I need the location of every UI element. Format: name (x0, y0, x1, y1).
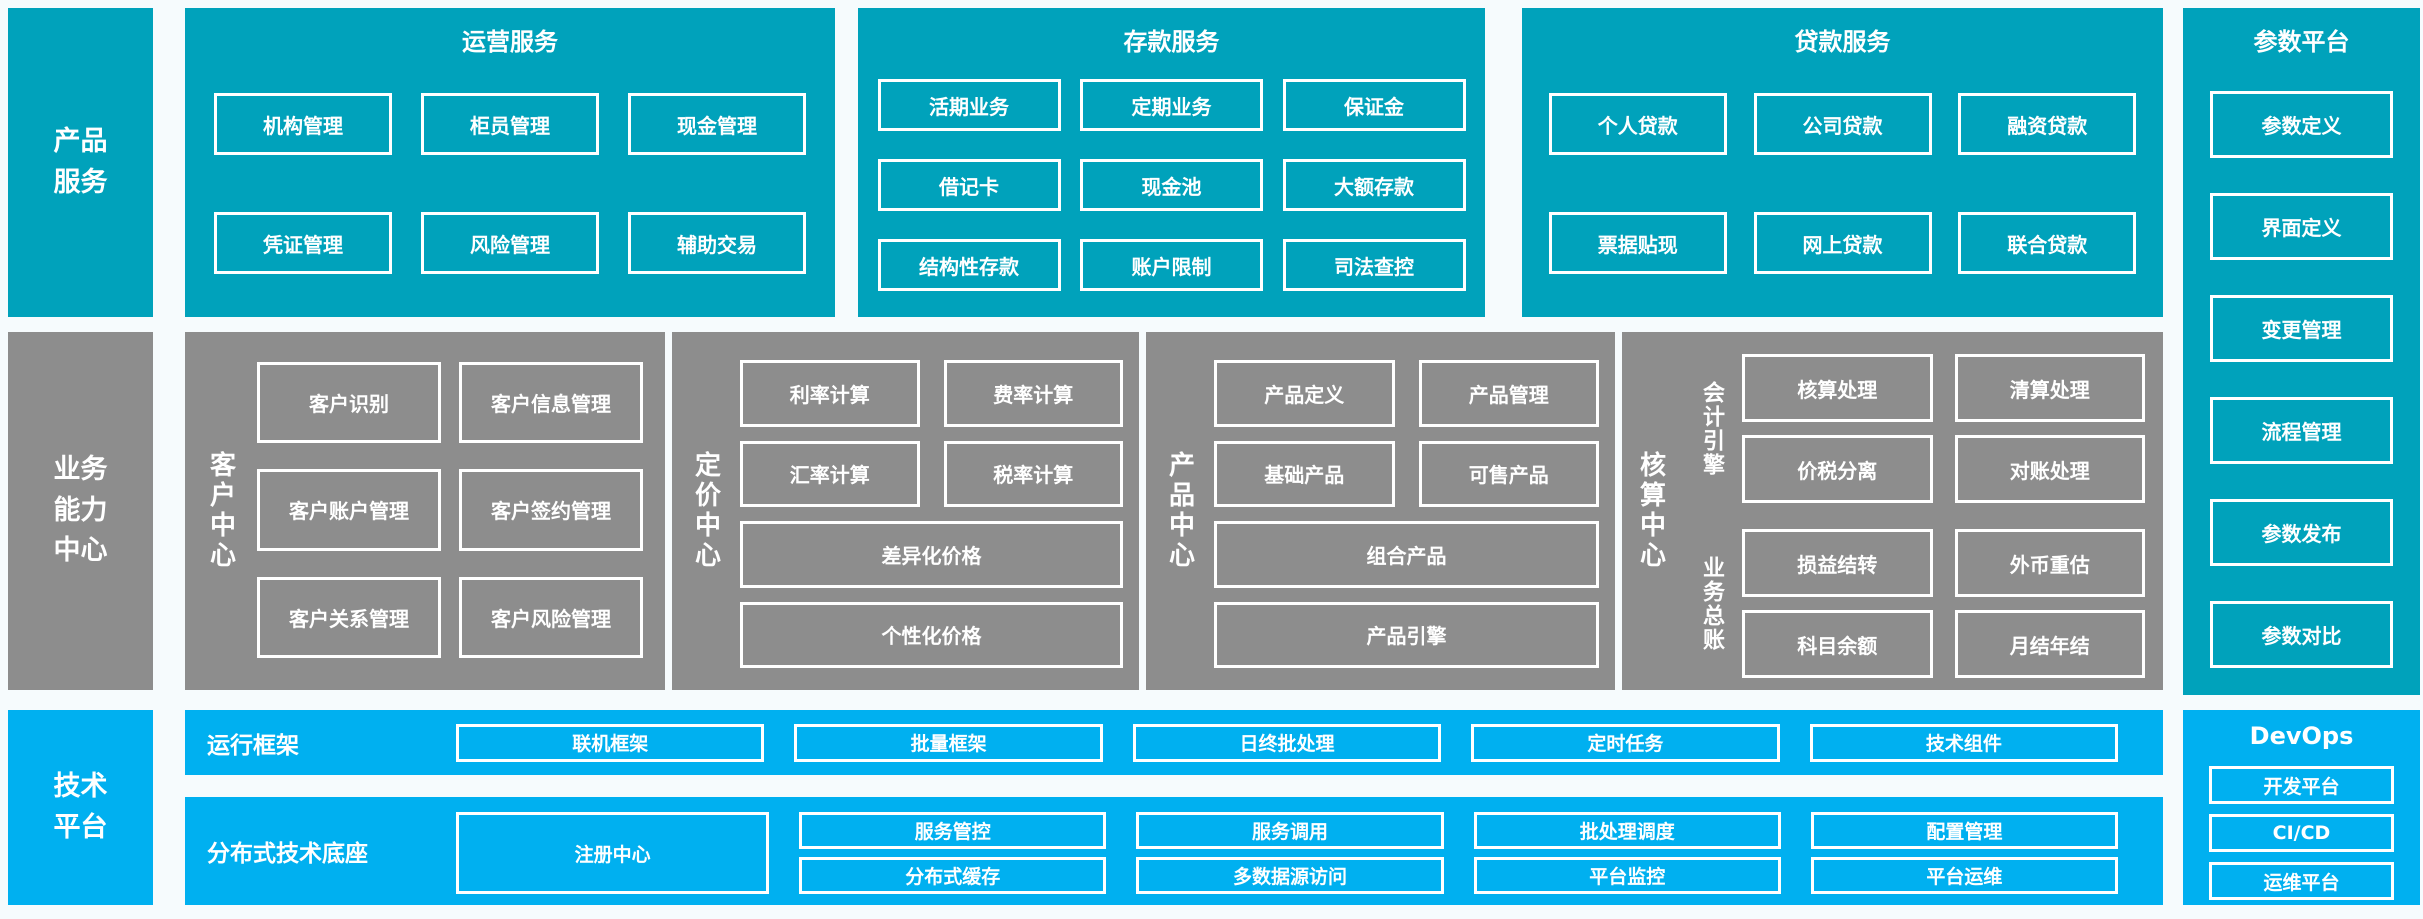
business-ledger-label: 业务总账 (1699, 555, 1724, 652)
diagram-node: 公司贷款 (1753, 93, 1932, 155)
diagram-node: 凭证管理 (214, 212, 392, 274)
deposit-services-block: 存款服务 活期业务 定期业务 保证金 借记卡 现金池 大额存款 结构性存款 账户… (858, 8, 1485, 317)
diagram-node: 联合贷款 (1958, 212, 2137, 274)
diagram-node: 月结年结 (1954, 610, 2145, 678)
diagram-node: 技术组件 (1809, 723, 2119, 762)
diagram-node: 个人贷款 (1548, 93, 1727, 155)
diagram-node: 分布式缓存 (799, 857, 1107, 894)
diagram-node: 利率计算 (740, 360, 920, 427)
diagram-node: 结构性存款 (877, 239, 1061, 291)
devops-title: DevOps (2249, 722, 2354, 750)
accounting-center-label: 核算中心 (1635, 451, 1666, 571)
diagram-node: 外币重估 (1954, 529, 2145, 597)
diagram-node: 账户限制 (1080, 239, 1263, 291)
rail-product-services: 产品 服务 (8, 8, 153, 317)
runtime-framework-row: 运行框架 联机框架 批量框架 日终批处理 定时任务 技术组件 (185, 710, 2163, 775)
diagram-node: 定时任务 (1471, 723, 1780, 762)
rail-business-capability: 业务 能力 中心 (8, 332, 153, 690)
diagram-node: 客户识别 (257, 362, 441, 444)
diagram-node: 汇率计算 (740, 440, 920, 507)
diagram-node: 客户账户管理 (257, 469, 441, 551)
diagram-node: 客户关系管理 (257, 576, 441, 658)
diagram-node: 配置管理 (1810, 812, 2119, 849)
pricing-center-label: 定价中心 (690, 451, 721, 571)
diagram-node: 损益结转 (1742, 529, 1933, 597)
diagram-node: 界面定义 (2210, 193, 2393, 260)
diagram-node: 服务管控 (799, 812, 1107, 849)
devops-block: DevOps 开发平台 CI/CD 运维平台 (2183, 710, 2420, 905)
diagram-node: 客户信息管理 (459, 362, 643, 444)
diagram-node: 平台运维 (1810, 857, 2119, 894)
runtime-framework-label: 运行框架 (207, 732, 299, 759)
diagram-node: 费率计算 (943, 360, 1123, 427)
diagram-node: 产品定义 (1214, 360, 1395, 427)
diagram-node: 流程管理 (2210, 397, 2393, 464)
diagram-node: 注册中心 (456, 812, 770, 894)
diagram-node: 产品引擎 (1214, 601, 1599, 668)
diagram-node: 参数定义 (2210, 91, 2393, 158)
diagram-node: 定期业务 (1080, 79, 1263, 131)
diagram-node: 风险管理 (421, 212, 599, 274)
diagram-node: 柜员管理 (421, 93, 599, 155)
diagram-node: 开发平台 (2209, 766, 2394, 804)
pricing-center-block: 定价中心 利率计算 费率计算 汇率计算 税率计算 差异化价格 个性化价格 (672, 332, 1139, 690)
diagram-node: 运维平台 (2209, 862, 2394, 900)
parameter-platform-title: 参数平台 (2253, 28, 2350, 56)
diagram-node: 融资贷款 (1958, 93, 2137, 155)
diagram-node: 客户风险管理 (459, 576, 643, 658)
diagram-node: 辅助交易 (628, 212, 806, 274)
diagram-node: 参数发布 (2210, 499, 2393, 566)
diagram-node: 对账处理 (1954, 435, 2145, 503)
diagram-node: 参数对比 (2210, 601, 2393, 668)
distributed-base-label: 分布式技术底座 (207, 841, 368, 867)
diagram-node: 客户签约管理 (459, 469, 643, 551)
diagram-node: 活期业务 (877, 79, 1061, 131)
accounting-engine-label: 会计引擎 (1699, 380, 1724, 477)
product-center-block: 产品中心 产品定义 产品管理 基础产品 可售产品 组合产品 产品引擎 (1146, 332, 1615, 690)
diagram-node: 可售产品 (1418, 440, 1599, 507)
diagram-node: 保证金 (1282, 79, 1466, 131)
diagram-node: 票据贴现 (1548, 212, 1727, 274)
diagram-node: 变更管理 (2210, 295, 2393, 362)
deposits-title: 存款服务 (1123, 28, 1220, 56)
diagram-node: 核算处理 (1742, 354, 1933, 422)
accounting-center-block: 核算中心 会计引擎 核算处理 清算处理 价税分离 对账处理 业务总账 损益结转 … (1622, 332, 2163, 690)
diagram-node: 服务调用 (1136, 812, 1444, 849)
diagram-node: 税率计算 (943, 440, 1123, 507)
diagram-node: 大额存款 (1282, 159, 1466, 211)
diagram-node: 联机框架 (456, 723, 765, 762)
diagram-node: 产品管理 (1418, 360, 1599, 427)
diagram-node: 日终批处理 (1132, 723, 1442, 762)
diagram-node: CI/CD (2209, 814, 2394, 852)
operations-title: 运营服务 (462, 28, 558, 56)
diagram-node: 现金管理 (628, 93, 806, 155)
diagram-node: 批量框架 (794, 723, 1103, 762)
diagram-node: 组合产品 (1214, 521, 1599, 588)
product-center-label: 产品中心 (1164, 451, 1195, 571)
diagram-node: 清算处理 (1954, 354, 2145, 422)
diagram-node: 多数据源访问 (1136, 857, 1444, 894)
diagram-node: 科目余额 (1742, 610, 1933, 678)
distributed-base-row: 分布式技术底座 注册中心 服务管控 分布式缓存 服务调用 多数据源访问 批处理调… (185, 797, 2163, 905)
diagram-node: 现金池 (1080, 159, 1263, 211)
rail-tech-platform: 技术 平台 (8, 710, 153, 905)
diagram-node: 价税分离 (1742, 435, 1933, 503)
diagram-node: 借记卡 (877, 159, 1061, 211)
diagram-node: 平台监控 (1473, 857, 1781, 894)
diagram-node: 基础产品 (1214, 440, 1395, 507)
diagram-node: 个性化价格 (740, 601, 1123, 668)
customer-center-label: 客户中心 (205, 451, 236, 571)
diagram-node: 司法查控 (1282, 239, 1466, 291)
diagram-node: 批处理调度 (1473, 812, 1781, 849)
loans-title: 贷款服务 (1794, 28, 1891, 56)
diagram-node: 机构管理 (214, 93, 392, 155)
customer-center-block: 客户中心 客户识别 客户信息管理 客户账户管理 客户签约管理 客户关系管理 客户… (185, 332, 665, 690)
parameter-platform-block: 参数平台 参数定义 界面定义 变更管理 流程管理 参数发布 参数对比 (2183, 8, 2420, 695)
diagram-node: 网上贷款 (1753, 212, 1932, 274)
operations-services-block: 运营服务 机构管理 柜员管理 现金管理 凭证管理 风险管理 辅助交易 (185, 8, 835, 317)
loan-services-block: 贷款服务 个人贷款 公司贷款 融资贷款 票据贴现 网上贷款 联合贷款 (1522, 8, 2163, 317)
diagram-node: 差异化价格 (740, 521, 1123, 588)
